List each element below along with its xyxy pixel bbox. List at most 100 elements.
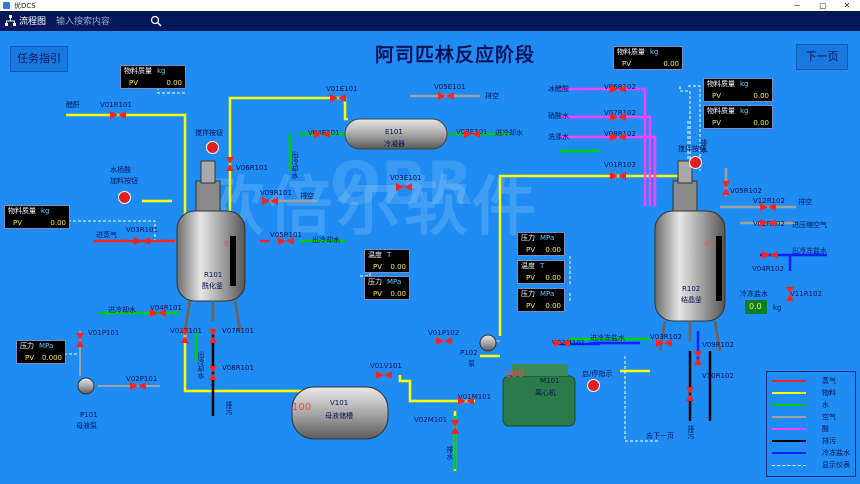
search-input[interactable]: 输入搜索内容	[56, 14, 162, 28]
valve-V09R102[interactable]: V09R102	[702, 341, 734, 349]
close-button[interactable]: ✕	[843, 1, 851, 10]
valve-V09R101[interactable]: V09R101	[260, 189, 292, 197]
start-stop-button[interactable]	[587, 379, 600, 392]
valve-V08R101[interactable]: V08R101	[222, 364, 254, 372]
label-v101: V101	[330, 399, 349, 407]
valve-V12R102[interactable]: V12R102	[753, 197, 785, 205]
label-glacial: 冰醋酸	[548, 85, 569, 93]
box-title: 物料质量	[707, 107, 735, 115]
box-title: 压力	[521, 290, 535, 298]
valve-V10R102[interactable]: V10R102	[702, 372, 734, 380]
valve-V05E101[interactable]: V05E101	[434, 83, 466, 91]
label-drain4: 排水	[700, 139, 708, 153]
valve-V04R101[interactable]: V04R101	[150, 304, 182, 312]
box-title: 物料质量	[707, 80, 735, 88]
valve-V11R102[interactable]: V11R102	[790, 290, 822, 298]
legend-item: 空气	[772, 412, 852, 422]
valve-V02P101[interactable]: V02P101	[126, 375, 158, 383]
valve-V07R101[interactable]: V07R101	[222, 327, 254, 335]
valve-V06R102[interactable]: V06R102	[604, 83, 636, 91]
valve-V03E101[interactable]: V03E101	[390, 174, 422, 182]
valve-V01E101[interactable]: V01E101	[326, 85, 358, 93]
box-value: 0.000	[41, 354, 62, 362]
label-brine-out: 出冷冻盐水	[792, 247, 827, 255]
valve-V03R101[interactable]: V03R101	[126, 226, 158, 234]
label-m101: M101	[540, 377, 560, 385]
valve-V02M101[interactable]: V02M101	[414, 416, 448, 424]
valve-V02E101[interactable]: V02E101	[456, 128, 488, 136]
legend-swatch	[772, 428, 806, 430]
valve-V02R102[interactable]: V02R102	[753, 220, 785, 228]
brine-unit: kg	[773, 304, 782, 312]
next-page-button[interactable]: 下一页	[796, 44, 848, 70]
legend-panel: 蒸气 物料 水 空气 酸 排污 冷冻盐水 显示仪表	[766, 371, 856, 477]
valve-V04E101[interactable]: V04E101	[308, 129, 340, 137]
label-salicylic-btn: 加料按钮	[110, 177, 138, 185]
task-guide-button[interactable]: 任务指引	[10, 46, 68, 72]
app-icon	[3, 2, 10, 9]
label-r102: R102	[682, 285, 701, 293]
valve-V03R102[interactable]: V03R102	[650, 333, 682, 341]
legend-swatch	[772, 416, 806, 418]
flowchart-menu[interactable]: 流程图	[5, 14, 46, 27]
valve-V08R102[interactable]: V08R102	[604, 130, 636, 138]
stir-r102-button[interactable]	[689, 156, 702, 169]
label-salicylic: 水杨酸	[110, 166, 131, 174]
maximize-button[interactable]: ▢	[819, 1, 827, 10]
legend-item: 冷冻盐水	[772, 448, 852, 458]
label-p101-name: 母液泵	[76, 422, 97, 430]
label-steam-in: 进蒸气	[96, 231, 117, 239]
pv-label: PV	[129, 79, 139, 87]
valve-V04R102[interactable]: V04R102	[752, 265, 784, 273]
label-vent1: 排空	[485, 92, 499, 100]
valve-V02R101[interactable]: V02R101	[170, 327, 202, 335]
valve-V07R102[interactable]: V07R102	[604, 109, 636, 117]
valve-V05R102[interactable]: V05R102	[730, 187, 762, 195]
valve-V01V101[interactable]: V01V101	[370, 362, 402, 370]
valve-V06R101[interactable]: V06R101	[236, 164, 268, 172]
search-icon[interactable]	[150, 15, 162, 27]
r101-level: 0	[224, 240, 229, 248]
valve-V03M101[interactable]: V03M101	[552, 339, 586, 347]
box-title: 压力	[20, 342, 34, 350]
valve-V01P101[interactable]: V01P101	[88, 329, 120, 337]
label-cool-out: 出冷却水	[312, 236, 340, 244]
valve-V01P102[interactable]: V01P102	[428, 329, 460, 337]
label-brine-in: 进冷冻盐水	[590, 334, 625, 342]
pv-label: PV	[712, 92, 722, 100]
pv-label: PV	[13, 219, 23, 227]
box-unit: kg	[740, 80, 749, 88]
label-condenser: 冷凝器	[384, 140, 405, 148]
label-drain3: 排水	[446, 446, 454, 460]
valve-V05R101[interactable]: V05R101	[270, 231, 302, 239]
valve-V01M101[interactable]: V01M101	[458, 393, 492, 401]
valve-V01R101[interactable]: V01R101	[100, 101, 132, 109]
minimize-button[interactable]: ─	[794, 1, 800, 10]
next-page-link[interactable]: 去下一页	[646, 432, 674, 440]
m101-level: 100	[505, 369, 525, 380]
label-wash: 洗涤水	[548, 133, 569, 141]
stir-r101-button[interactable]	[206, 141, 219, 154]
label-drain2: 排污	[687, 425, 695, 439]
legend-swatch	[772, 440, 806, 442]
valve-V01R102[interactable]: V01R102	[604, 161, 636, 169]
box-title: 物料质量	[8, 207, 36, 215]
label-drain: 排污	[225, 401, 233, 415]
label-nitric: 硝酸水	[548, 112, 569, 120]
box-value: 0.00	[166, 79, 182, 87]
box-value: 0.00	[753, 119, 769, 127]
sitemap-icon	[5, 15, 16, 26]
pv-label: PV	[373, 263, 383, 271]
salicylic-feed-button[interactable]	[118, 191, 131, 204]
